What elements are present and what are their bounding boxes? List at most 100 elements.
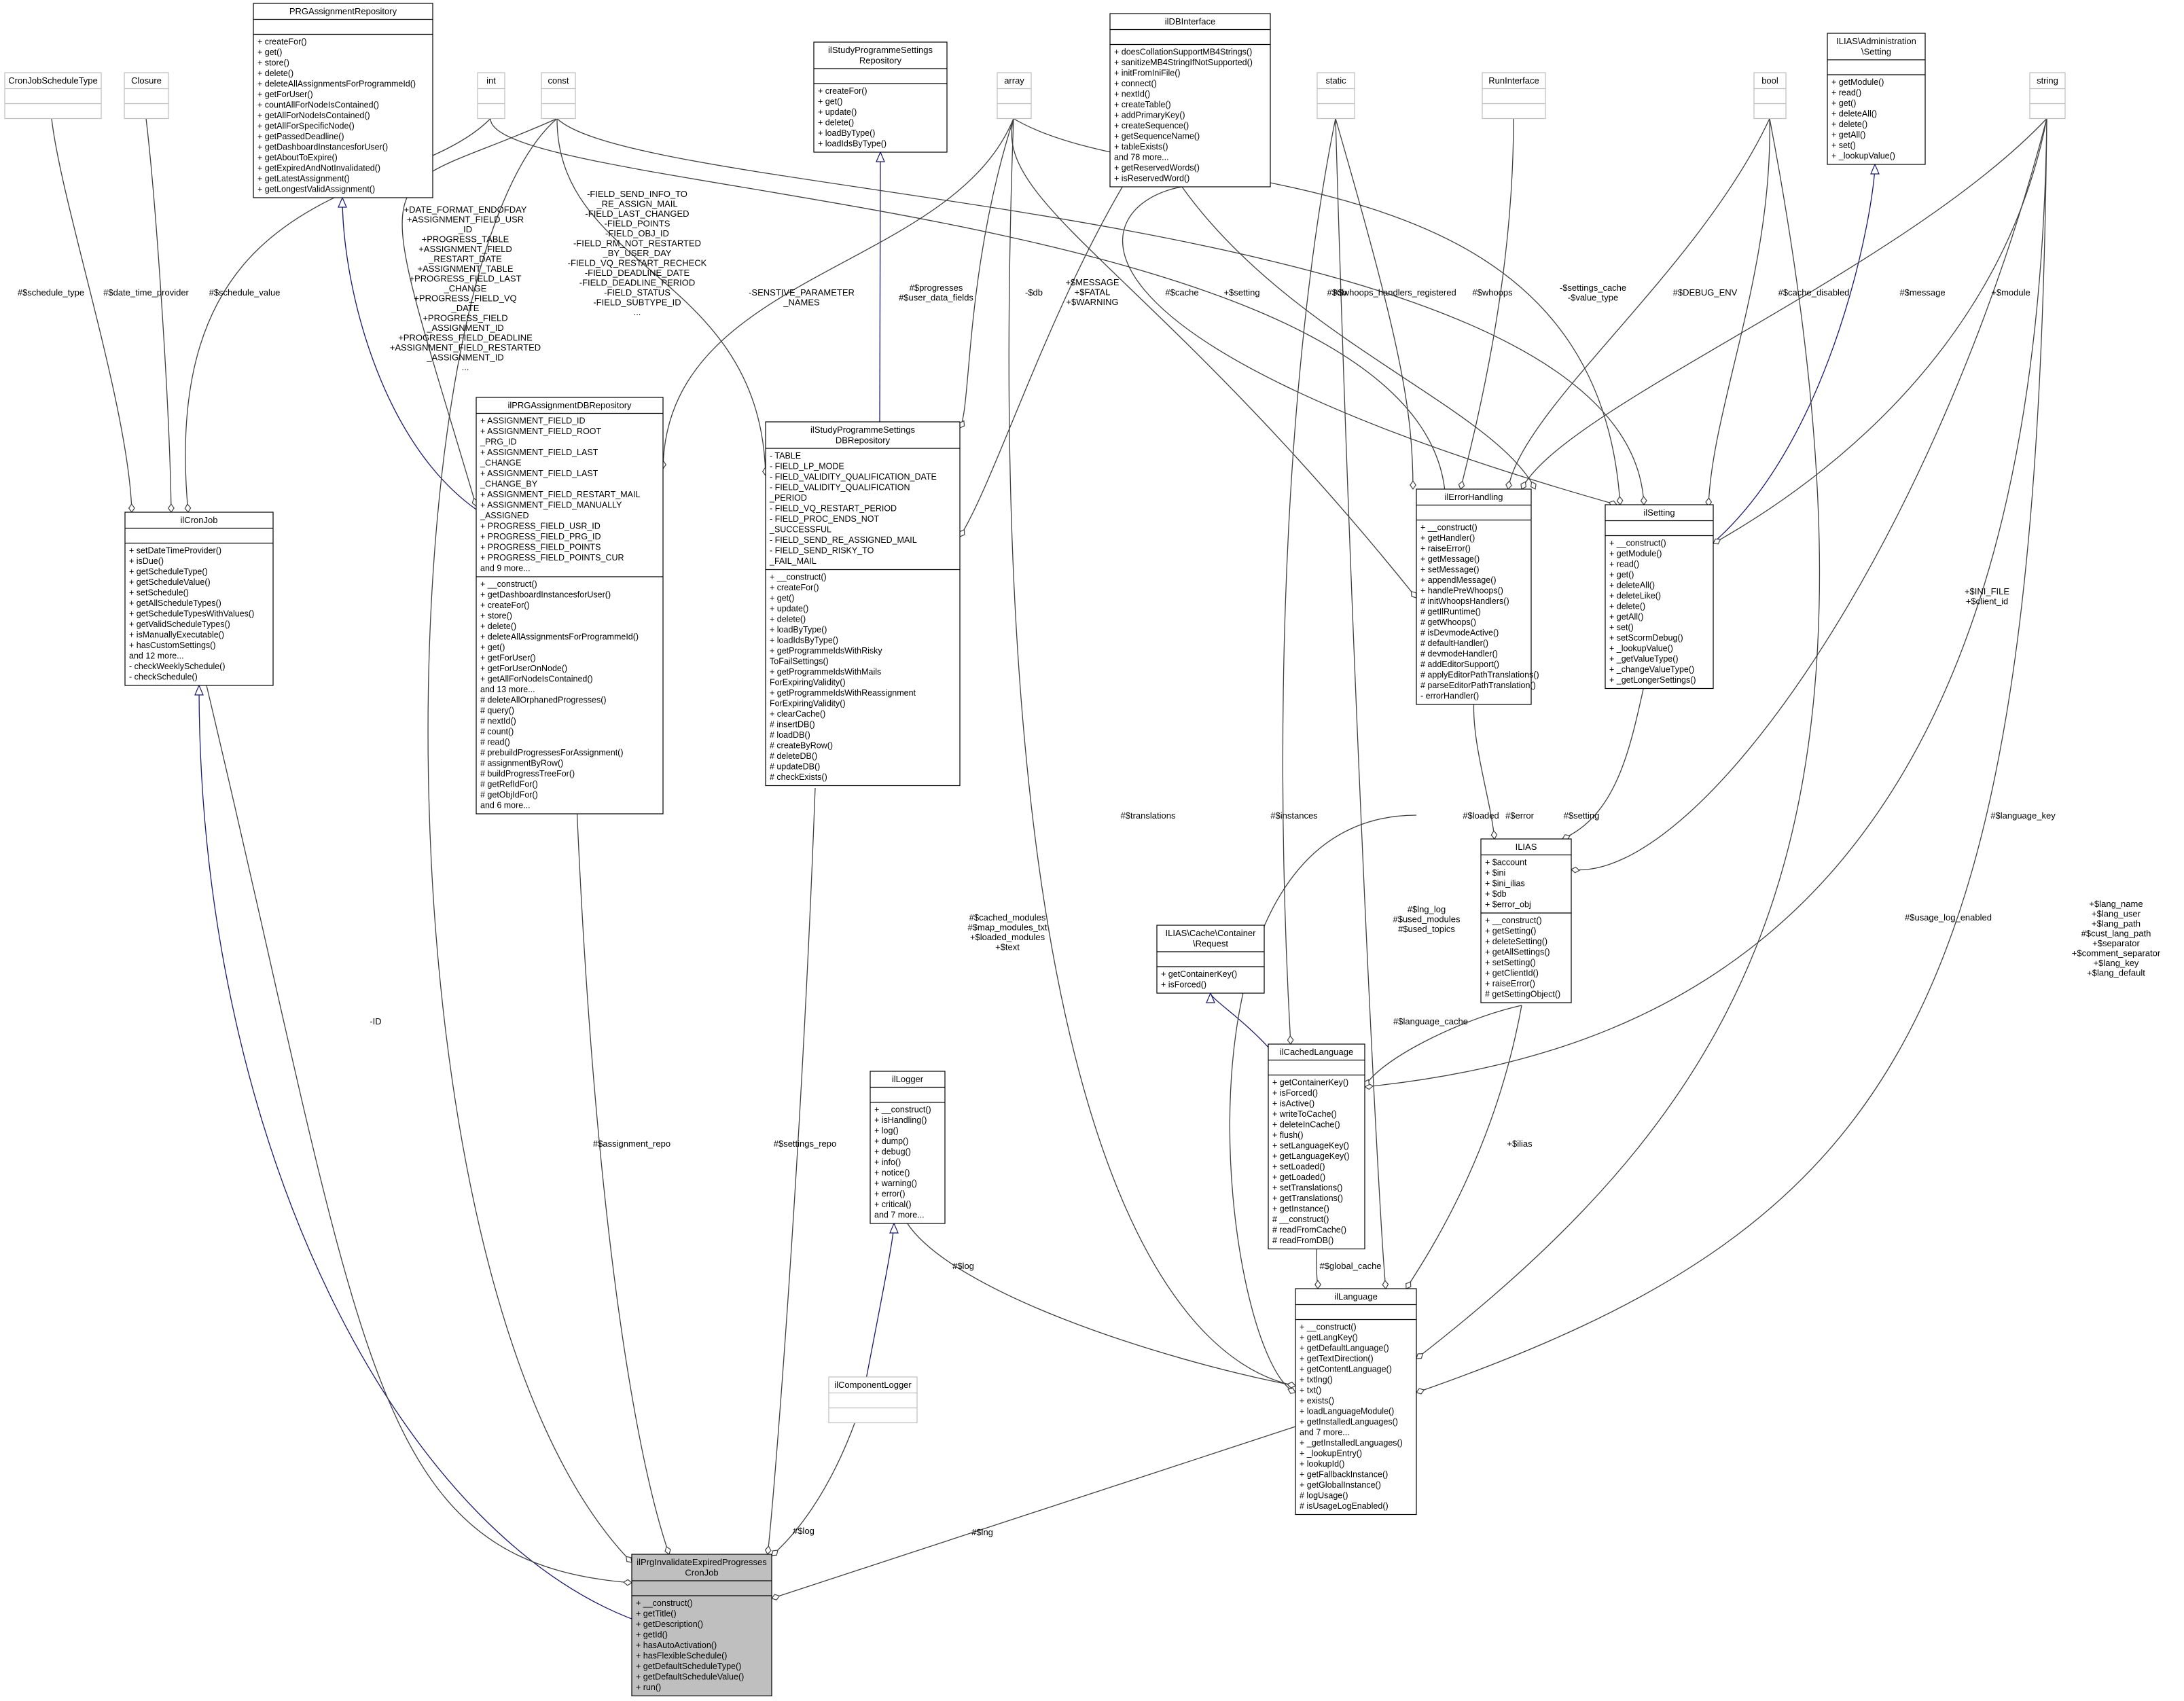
- class-method: + doesCollationSupportMB4Strings(): [1114, 48, 1252, 57]
- class-method: + createFor(): [480, 601, 530, 610]
- class-method: + getAll(): [1609, 612, 1643, 622]
- edge-label-line: -SENSTIVE_PARAMETER: [749, 287, 855, 298]
- edge-label: +$module: [1991, 287, 2030, 298]
- edge-label: #$message: [1899, 287, 1945, 298]
- class-box: ilCachedLanguage+ getContainerKey()+ isF…: [1268, 1043, 1365, 1250]
- class-method: + getForUser(): [480, 653, 536, 663]
- aggregation-diamond: [184, 503, 192, 514]
- class-name: ILIAS\Cache\Container: [1166, 928, 1257, 938]
- edge-label-line: #$log: [952, 1261, 974, 1271]
- aggregation-edge: [959, 135, 1156, 537]
- edge-label-line: -FIELD_SEND_INFO_TO: [587, 189, 687, 199]
- class-method: + read(): [1831, 88, 1861, 98]
- class-method: + setLoaded(): [1272, 1162, 1325, 1172]
- class-method: and 7 more...: [874, 1211, 925, 1220]
- class-box: int: [477, 72, 505, 120]
- edge-label: #$error: [1505, 810, 1535, 821]
- class-method: + loadLanguageModule(): [1300, 1407, 1394, 1416]
- class-method: # read(): [480, 738, 510, 747]
- class-name: ILIAS\Administration: [1836, 36, 1916, 46]
- class-method: + isManuallyExecutable(): [129, 630, 224, 640]
- class-name: ilSetting: [1643, 507, 1675, 518]
- class-method: + getContainerKey(): [1161, 969, 1237, 979]
- class-method: + getInstance(): [1272, 1204, 1329, 1214]
- class-box-frame: [813, 41, 948, 153]
- edge-label-line: #$lng_log: [1408, 904, 1446, 914]
- class-name: ilStudyProgrammeSettings: [810, 425, 915, 435]
- aggregation-edge: [1473, 704, 1495, 840]
- class-method: + getAboutToExpire(): [257, 153, 338, 162]
- aggregation-edge: [1282, 118, 1336, 1045]
- edge-label: #$usage_log_enabled: [1905, 912, 1992, 923]
- class-name: array: [1004, 75, 1024, 86]
- class-attribute: + ASSIGNMENT_FIELD_ID: [480, 416, 586, 426]
- class-name: ilDBInterface: [1165, 16, 1215, 26]
- class-method: + store(): [257, 58, 289, 68]
- edge-label: #$DEBUG_ENV: [1673, 287, 1738, 298]
- class-name: ilErrorHandling: [1445, 492, 1503, 502]
- class-method: + setTranslations(): [1272, 1183, 1342, 1193]
- class-method: + txtlng(): [1300, 1375, 1333, 1384]
- class-method: + getAllForSpecificNode(): [257, 122, 355, 131]
- edge-label-line: _NAMES: [783, 298, 820, 308]
- class-method: + deleteSetting(): [1485, 937, 1547, 946]
- class-box: string: [2029, 72, 2066, 120]
- class-method: + txt(): [1300, 1386, 1321, 1395]
- edge-label: #$db: [1327, 287, 1347, 298]
- class-method: and 6 more...: [480, 801, 531, 810]
- class-method: + writeToCache(): [1272, 1109, 1337, 1119]
- class-box-frame: [1317, 72, 1355, 120]
- class-method: + getDashboardInstancesforUser(): [480, 590, 611, 600]
- edge-label-line: #$instances: [1270, 810, 1318, 821]
- edge-label: -SENSTIVE_PARAMETER_NAMES: [749, 287, 855, 308]
- aggregation-edge: [1416, 118, 1821, 1359]
- class-method: + getProgrammeIdsWithRisky: [770, 646, 882, 656]
- class-box-frame: [1416, 488, 1532, 705]
- aggregation-edge: [771, 1419, 857, 1556]
- class-method: + getLongestValidAssignment(): [257, 185, 375, 194]
- class-method: + __construct(): [874, 1105, 931, 1115]
- class-attribute: + $error_obj: [1485, 900, 1531, 910]
- class-method: + notice(): [874, 1168, 910, 1178]
- class-box-frame: [476, 397, 664, 814]
- edge-label-line: +$module: [1991, 287, 2030, 298]
- edge-label-line: #$map_modules_txt: [967, 923, 1047, 933]
- class-method: + getDefaultScheduleType(): [636, 1662, 741, 1671]
- class-method: + getSequenceName(): [1114, 132, 1200, 141]
- class-method: + _getValueType(): [1609, 654, 1679, 664]
- class-method: + get(): [480, 643, 505, 652]
- edge-label-line: #$message: [1899, 287, 1945, 298]
- class-method: + deleteAll(): [1609, 581, 1655, 590]
- class-method: + getInstalledLanguages(): [1300, 1417, 1398, 1427]
- class-name: Repository: [859, 56, 902, 66]
- edge-label-line: +$comment_separator: [2072, 948, 2161, 959]
- aggregation-edge: [206, 685, 632, 1583]
- edge-label-line: +$setting: [1223, 287, 1259, 298]
- aggregation-edge: [556, 118, 766, 476]
- class-attribute: + PROGRESS_FIELD_POINTS_CUR: [480, 553, 624, 562]
- edge-labels: #$schedule_type#$date_time_provider#$sch…: [18, 189, 2161, 1537]
- class-attribute: and 9 more...: [480, 564, 531, 573]
- class-method: + raiseError(): [1420, 544, 1471, 554]
- class-method: + getPassedDeadline(): [257, 132, 344, 141]
- class-box: ilPrgInvalidateExpiredProgressesCronJob+…: [631, 1554, 772, 1697]
- class-attribute: + ASSIGNMENT_FIELD_RESTART_MAIL: [480, 490, 640, 499]
- edge-label: #$global_cache: [1319, 1261, 1381, 1271]
- class-method: + getAllScheduleTypes(): [129, 598, 221, 608]
- class-method: + get(): [818, 97, 842, 107]
- class-method: # isUsageLogEnabled(): [1300, 1501, 1389, 1511]
- class-method: # isDevmodeActive(): [1420, 628, 1499, 638]
- aggregation-edge: [51, 118, 132, 513]
- class-attribute: + $account: [1485, 858, 1527, 867]
- class-attribute: _SUCCESSFUL: [769, 525, 831, 535]
- class-name: ilCronJob: [181, 515, 218, 525]
- edge-label-line: -FIELD_SUBTYPE_ID: [593, 298, 681, 308]
- aggregation-diamond: [1382, 1280, 1389, 1290]
- class-method: + createFor(): [818, 86, 867, 96]
- edge-label-line: +$loaded_modules: [970, 932, 1045, 942]
- aggregation-diamond: [1713, 538, 1721, 545]
- edge-label-line: #$cache: [1165, 287, 1198, 298]
- edge-label: #$settings_repo: [774, 1139, 837, 1149]
- edge-label-line: +$client_id: [1966, 596, 2009, 607]
- edge-label-line: -$value_type: [1568, 293, 1618, 303]
